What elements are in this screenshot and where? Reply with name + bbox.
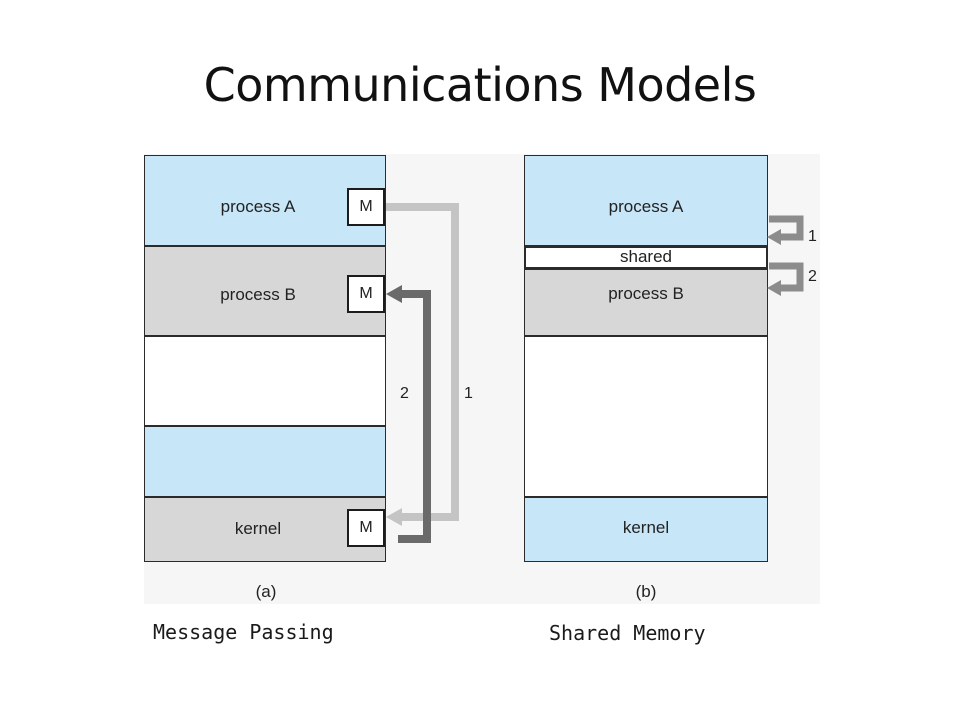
shared-label: shared (620, 247, 672, 266)
process-a-region (144, 155, 386, 246)
arrow-1-send (386, 203, 459, 526)
shared-memory-caption: Shared Memory (549, 621, 706, 645)
process-a-label: process A (220, 197, 296, 216)
shared-region (524, 246, 768, 269)
arrow-2-label: 2 (400, 385, 409, 402)
message-box-process-a: M (347, 188, 385, 226)
empty-region (144, 336, 386, 426)
process-b-label: process B (220, 285, 296, 304)
arrow-1-label: 1 (464, 385, 473, 402)
kernel-region (524, 497, 768, 562)
arrow-2-receive (386, 285, 431, 543)
kernel-label: kernel (622, 518, 670, 537)
arrow-2-label: 2 (808, 268, 817, 285)
unlabeled-region (144, 426, 386, 497)
diagram-a-sublabel: (a) (255, 582, 277, 601)
message-box-process-b: M (347, 275, 385, 313)
empty-region (524, 336, 768, 497)
shared-arrow-1 (767, 215, 804, 245)
shared-arrow-2 (767, 262, 804, 296)
slide-title: Communications Models (203, 58, 757, 112)
message-box-kernel: M (347, 509, 385, 547)
process-a-label: process A (608, 197, 684, 216)
kernel-region (144, 497, 386, 562)
message-passing-caption: Message Passing (153, 620, 334, 644)
process-a-region (524, 155, 768, 246)
process-b-region (524, 269, 768, 336)
process-b-label: process B (608, 284, 684, 303)
kernel-label: kernel (234, 519, 282, 538)
process-b-region (144, 246, 386, 336)
arrow-1-label: 1 (808, 228, 817, 245)
diagram-b-sublabel: (b) (635, 582, 657, 601)
